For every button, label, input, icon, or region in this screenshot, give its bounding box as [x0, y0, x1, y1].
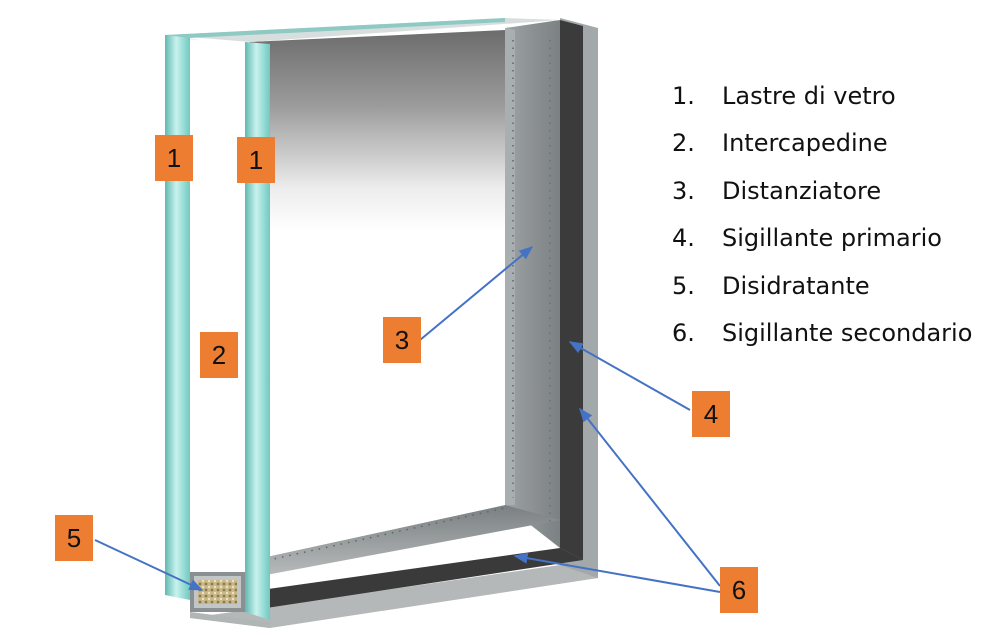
- arrow-spacer: [419, 246, 534, 341]
- legend-number: 4.: [672, 224, 695, 253]
- badge-gap: 2: [200, 332, 238, 378]
- arrow-secondary-sealant-b: [513, 552, 721, 593]
- air-gap: [190, 40, 245, 575]
- badge-spacer: 3: [383, 317, 421, 363]
- back-glass-edge: [245, 42, 270, 620]
- glass-top-edge: [165, 18, 560, 42]
- legend-item: 6. Sigillante secondario: [672, 310, 972, 358]
- legend-label: Intercapedine: [722, 129, 888, 158]
- legend-label: Distanziatore: [722, 176, 882, 205]
- legend-label: Lastre di vetro: [722, 81, 896, 110]
- arrow-primary-sealant: [568, 341, 691, 411]
- legend-label: Disidratante: [722, 271, 870, 300]
- legend-item: 1. Lastre di vetro: [672, 72, 972, 120]
- badge-desiccant: 5: [55, 515, 93, 561]
- legend-item: 2. Intercapedine: [672, 120, 972, 168]
- legend-number: 6.: [672, 319, 695, 348]
- legend-number: 2.: [672, 129, 695, 158]
- legend-number: 1.: [672, 81, 695, 110]
- spacer-cross-section: [190, 572, 270, 628]
- arrow-secondary-sealant-a: [579, 407, 721, 587]
- legend-label: Sigillante primario: [722, 224, 942, 253]
- callout-arrows: [94, 246, 721, 593]
- legend-number: 5.: [672, 271, 695, 300]
- primary-sealant-band: [190, 20, 583, 612]
- desiccant-granules: [198, 580, 237, 604]
- badge-primary-sealant: 4: [692, 391, 730, 437]
- spacer-profile: [250, 20, 560, 578]
- inner-glass-pane: [250, 30, 505, 560]
- legend-list: 1. Lastre di vetro 2. Intercapedine 3. Dist…: [672, 72, 972, 357]
- badge-glass-left: 1: [155, 135, 193, 181]
- badge-secondary-sealant: 6: [720, 567, 758, 613]
- legend-number: 3.: [672, 176, 695, 205]
- badge-glass-right: 1: [237, 137, 275, 183]
- arrow-desiccant: [94, 539, 204, 591]
- legend-item: 4. Sigillante primario: [672, 215, 972, 263]
- legend-item: 5. Disidratante: [672, 262, 972, 310]
- legend-label: Sigillante secondario: [722, 319, 973, 348]
- legend-item: 3. Distanziatore: [672, 167, 972, 215]
